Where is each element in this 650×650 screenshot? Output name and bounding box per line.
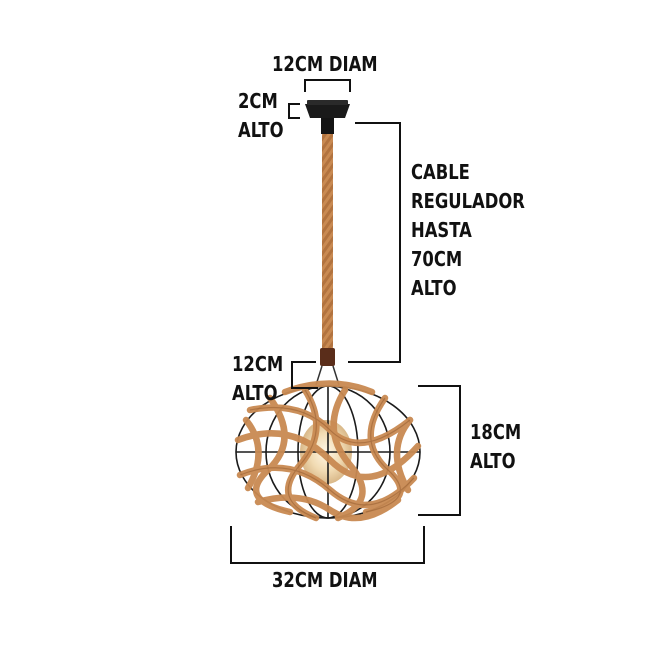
rope-cable	[322, 134, 333, 350]
canopy-height-label: 2CM ALTO	[238, 87, 284, 145]
canopy-height-value: 2CM	[238, 89, 278, 113]
shade-height-value: 18CM	[470, 420, 522, 444]
dimension-lines	[230, 79, 461, 564]
canopy-diameter-text: 12CM DIAM	[272, 52, 378, 76]
cable-line-1: CABLE	[411, 160, 470, 184]
shade-height-label: 18CM ALTO	[470, 418, 521, 476]
socket-height-bracket	[291, 361, 318, 389]
cable-label: CABLE REGULADOR HASTA 70CM ALTO	[411, 158, 525, 303]
shade-diameter-bracket	[230, 526, 425, 564]
cable-line-5: ALTO	[411, 276, 457, 300]
canopy-height-unit: ALTO	[238, 118, 284, 142]
cable-line-2: REGULADOR	[411, 189, 525, 213]
socket-height-value: 12CM	[232, 352, 284, 376]
canopy-diameter-label: 12CM DIAM	[272, 50, 378, 79]
canopy-diameter-bracket	[304, 79, 351, 92]
cable-line-3: HASTA	[411, 218, 472, 242]
woven-rope-shade	[234, 380, 422, 522]
shade-height-bracket	[418, 385, 461, 516]
lamp-socket	[315, 348, 340, 386]
cable-line-4: 70CM	[411, 247, 463, 271]
socket-height-unit: ALTO	[232, 381, 278, 405]
cable-length-bracket	[348, 122, 401, 363]
socket-height-label: 12CM ALTO	[232, 350, 283, 408]
ceiling-canopy	[305, 100, 350, 134]
shade-diameter-text: 32CM DIAM	[272, 568, 378, 592]
shade-diameter-label: 32CM DIAM	[272, 566, 378, 595]
shade-height-unit: ALTO	[470, 449, 516, 473]
canopy-height-bracket	[288, 103, 300, 119]
